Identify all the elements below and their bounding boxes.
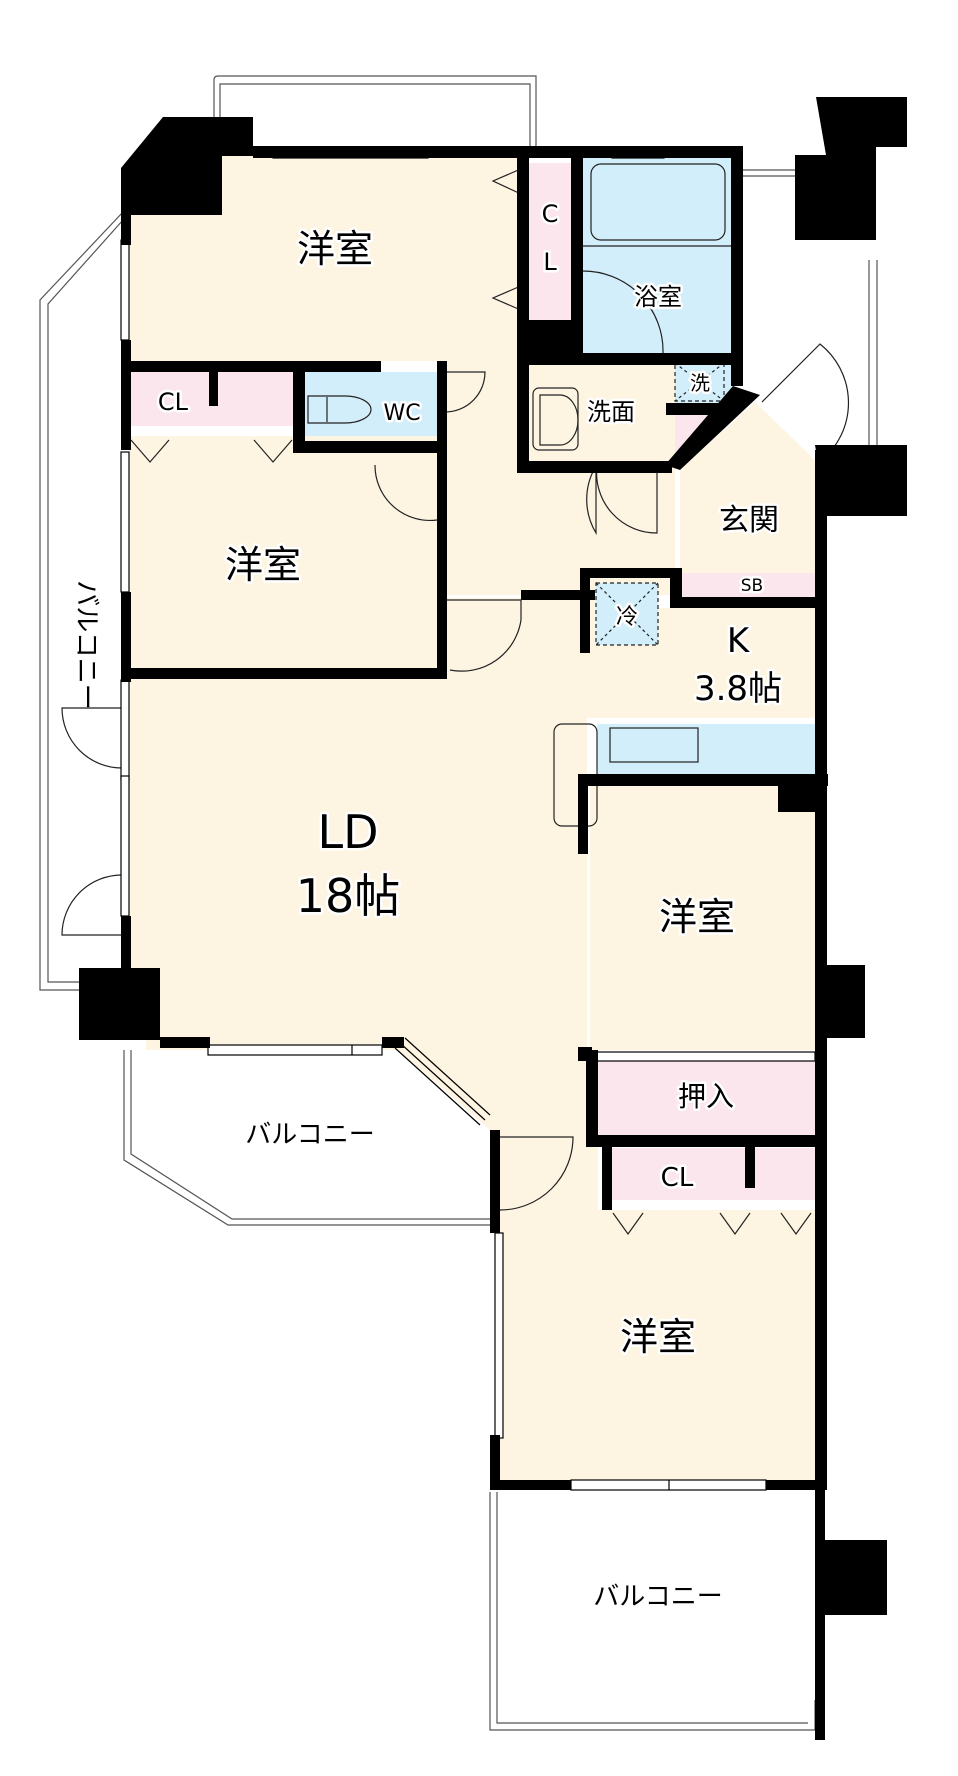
label-entrance: 玄関 (719, 503, 779, 538)
balcony-outlines (39, 75, 878, 1731)
room-floors (129, 156, 815, 1483)
label-closet-north-l: L (543, 248, 557, 276)
fixtures (61, 163, 850, 1236)
room-closet-south (612, 1148, 815, 1200)
label-western-east: 洋室 (659, 895, 735, 939)
label-washroom: 洗面 (587, 398, 635, 426)
room-western-east (590, 784, 815, 1050)
room-oshiire (598, 1060, 815, 1138)
label-western-north: 洋室 (297, 227, 373, 271)
labels: 洋室 C L 浴室 洗 洗面 CL WC 洋室 玄関 SB 冷 K 3.8帖 L… (71, 198, 785, 1613)
room-bathroom (581, 158, 733, 353)
label-toilet: WC (383, 401, 420, 426)
hallway (445, 360, 675, 595)
label-ld: LD (317, 805, 378, 859)
room-western-west (129, 436, 439, 668)
label-closet-west: CL (158, 388, 189, 416)
bay-window (394, 1037, 491, 1126)
label-western-south: 洋室 (620, 1315, 696, 1359)
walls (79, 97, 907, 1740)
label-fridge: 冷 (616, 605, 638, 630)
room-ld-k (129, 578, 815, 1050)
label-oshiire: 押入 (678, 1080, 734, 1113)
label-balcony-middle: バルコニー (245, 1120, 374, 1150)
label-shoe-box: SB (741, 576, 763, 596)
room-closet-north (529, 163, 571, 320)
label-kitchen-size: 3.8帖 (694, 669, 782, 709)
label-balcony-west: バルコニー (71, 580, 101, 709)
room-western-south (500, 1142, 815, 1483)
kitchen-counter (597, 724, 815, 774)
label-closet-north-c: C (542, 200, 559, 228)
label-ld-size: 18帖 (296, 869, 401, 923)
label-western-west: 洋室 (225, 543, 301, 587)
label-closet-south: CL (661, 1163, 694, 1193)
label-balcony-south: バルコニー (593, 1582, 722, 1612)
label-kitchen: K (727, 621, 751, 661)
toilet-bowl (307, 395, 372, 424)
bathtub (590, 163, 726, 241)
room-entrance (680, 402, 815, 580)
room-shoe-box (680, 573, 815, 598)
label-bathroom: 浴室 (634, 283, 682, 311)
label-washer: 洗 (690, 371, 710, 395)
